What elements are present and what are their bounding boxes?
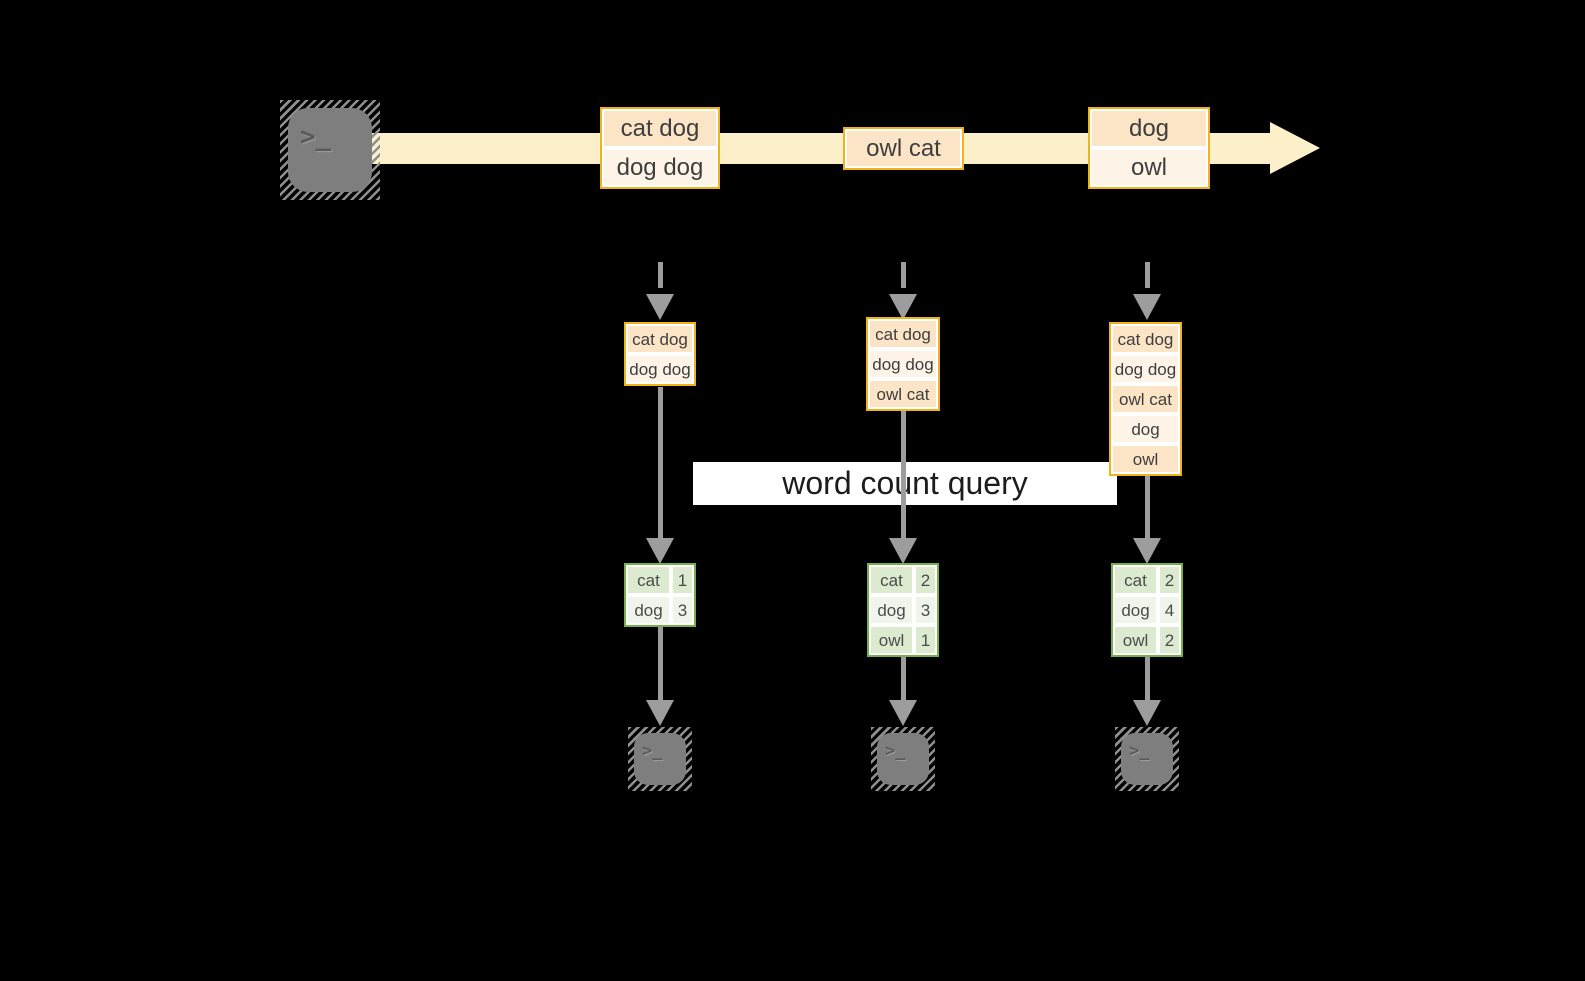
- stream-record-box-2: owl cat: [843, 127, 964, 170]
- terminal-body: >_: [1121, 733, 1173, 785]
- arrow-line: [658, 387, 663, 539]
- state-cell: owl cat: [1111, 384, 1180, 414]
- arrow-line: [901, 407, 906, 539]
- arrow-down-icon: [889, 538, 917, 564]
- state-cell: owl cat: [868, 379, 938, 409]
- stream-record-box-3: dog owl: [1088, 107, 1210, 189]
- prompt-glyph: >_: [300, 122, 332, 152]
- terminal-output-icon-3: >_: [1115, 727, 1179, 791]
- stream-record-cell: cat dog: [602, 109, 718, 148]
- state-box-3: cat dog dog dog owl cat dog owl: [1109, 322, 1182, 476]
- word-cell: dog: [869, 595, 914, 625]
- prompt-glyph: >_: [885, 741, 906, 761]
- word-cell: cat: [869, 565, 914, 595]
- state-cell: cat dog: [626, 324, 694, 354]
- stream-record-cell: owl cat: [845, 129, 962, 168]
- stream-record-cell: dog: [1090, 109, 1208, 148]
- word-cell: owl: [869, 625, 914, 655]
- state-box-2: cat dog dog dog owl cat: [866, 317, 940, 411]
- table-row: dog 4: [1113, 595, 1181, 625]
- state-cell: dog dog: [1111, 354, 1180, 384]
- word-cell: owl: [1113, 625, 1158, 655]
- arrow-down-icon: [646, 294, 674, 320]
- arrow-down-icon: [1133, 294, 1161, 320]
- stream-record-cell: owl: [1090, 148, 1208, 187]
- terminal-output-icon-1: >_: [628, 727, 692, 791]
- table-row: dog 3: [869, 595, 937, 625]
- count-table-2: cat 2 dog 3 owl 1: [867, 563, 939, 657]
- arrow-line: [658, 627, 663, 701]
- state-cell: dog dog: [868, 349, 938, 379]
- terminal-body: >_: [634, 733, 686, 785]
- arrow-line: [1145, 476, 1150, 539]
- arrow-down-icon: [889, 700, 917, 726]
- arrow-down-icon: [646, 538, 674, 564]
- terminal-body: >_: [288, 108, 372, 192]
- prompt-glyph: >_: [642, 741, 663, 761]
- table-row: owl 2: [1113, 625, 1181, 655]
- count-table-1: cat 1 dog 3: [624, 563, 696, 627]
- dashed-arrow-line: [658, 262, 663, 288]
- arrow-down-icon: [646, 700, 674, 726]
- word-cell: cat: [626, 565, 671, 595]
- count-cell: 2: [1158, 565, 1181, 595]
- dashed-arrow-line: [901, 262, 906, 288]
- arrow-line: [901, 657, 906, 701]
- state-box-1: cat dog dog dog: [624, 322, 696, 386]
- table-row: cat 2: [1113, 565, 1181, 595]
- count-cell: 1: [914, 625, 937, 655]
- count-table-3: cat 2 dog 4 owl 2: [1111, 563, 1183, 657]
- table-row: dog 3: [626, 595, 694, 625]
- word-cell: dog: [626, 595, 671, 625]
- count-cell: 1: [671, 565, 694, 595]
- table-row: owl 1: [869, 625, 937, 655]
- terminal-output-icon-2: >_: [871, 727, 935, 791]
- state-cell: cat dog: [1111, 324, 1180, 354]
- count-cell: 3: [671, 595, 694, 625]
- word-cell: cat: [1113, 565, 1158, 595]
- count-cell: 2: [1158, 625, 1181, 655]
- terminal-body: >_: [877, 733, 929, 785]
- arrow-line: [1145, 657, 1150, 701]
- count-cell: 2: [914, 565, 937, 595]
- arrow-down-icon: [1133, 538, 1161, 564]
- terminal-source-icon: >_: [280, 100, 380, 200]
- arrow-down-icon: [889, 294, 917, 320]
- state-cell: owl: [1111, 444, 1180, 474]
- table-row: cat 1: [626, 565, 694, 595]
- stream-record-cell: dog dog: [602, 148, 718, 187]
- table-row: cat 2: [869, 565, 937, 595]
- arrow-down-icon: [1133, 700, 1161, 726]
- state-cell: dog: [1111, 414, 1180, 444]
- word-cell: dog: [1113, 595, 1158, 625]
- stream-arrowhead-icon: [1270, 122, 1320, 174]
- count-cell: 4: [1158, 595, 1181, 625]
- state-cell: cat dog: [868, 319, 938, 349]
- count-cell: 3: [914, 595, 937, 625]
- stream-record-box-1: cat dog dog dog: [600, 107, 720, 189]
- prompt-glyph: >_: [1129, 741, 1150, 761]
- state-cell: dog dog: [626, 354, 694, 384]
- dashed-arrow-line: [1145, 262, 1150, 288]
